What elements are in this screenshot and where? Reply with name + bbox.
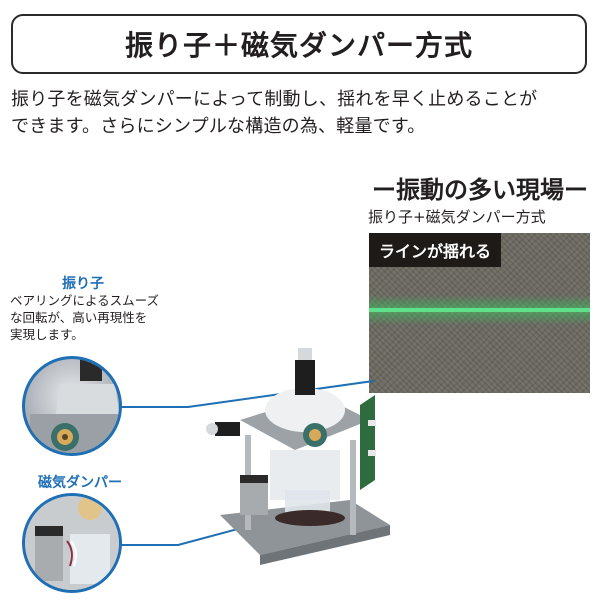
pendulum-text-line-1: ベアリングによるスムーズ — [10, 293, 160, 308]
damper-closeup-inset — [22, 493, 122, 593]
laser-line-photo: ラインが揺れる — [369, 233, 590, 393]
pendulum-leader-line-a — [119, 406, 189, 408]
scene-subheading: 振り子+磁気ダンパー方式 — [368, 208, 546, 226]
title-box: 振り子＋磁気ダンパー方式 — [11, 14, 587, 74]
damper-leader-line-a — [119, 544, 179, 546]
pendulum-text-line-3: 実現します。 — [10, 327, 84, 342]
scene-heading: ー振動の多い現場ー — [372, 176, 588, 204]
green-laser-line — [369, 308, 590, 312]
pendulum-closeup-inset — [22, 356, 122, 456]
magnetic-damper-callout-title: 磁気ダンパー — [38, 475, 122, 491]
mechanism-illustration-icon — [206, 348, 390, 565]
line-shakes-tag: ラインが揺れる — [369, 233, 502, 267]
pendulum-callout-title: 振り子 — [62, 276, 104, 292]
damper-closeup-icon — [25, 496, 119, 590]
description-line-2: できます。さらにシンプルな構造の為、軽量です。 — [11, 116, 426, 137]
page-title: 振り子＋磁気ダンパー方式 — [124, 29, 473, 62]
pendulum-text-line-2: な回転が、高い再現性を — [10, 310, 148, 325]
description: 振り子を磁気ダンパーによって制動し、揺れを早く止めることが できます。さらにシン… — [11, 86, 591, 140]
description-line-1: 振り子を磁気ダンパーによって制動し、揺れを早く止めることが — [11, 89, 538, 110]
pendulum-closeup-icon — [30, 359, 119, 453]
pendulum-callout-text: ベアリングによるスムーズ な回転が、高い再現性を 実現します。 — [10, 292, 180, 343]
pendulum-mechanism-photo — [200, 340, 400, 570]
